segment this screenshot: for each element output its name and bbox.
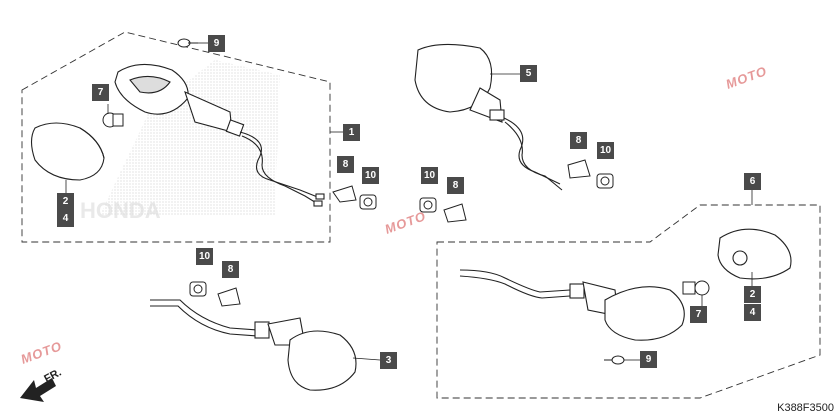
part-label-10: 10: [597, 142, 614, 159]
turn-signal-assembly-5: [414, 43, 563, 191]
part-label-2: 2: [57, 193, 74, 210]
diagram-code: K388F3500: [777, 402, 834, 414]
bracket-8-b: [567, 159, 591, 179]
front-arrow-icon: [20, 378, 56, 402]
nut-10-d: [189, 281, 207, 297]
bracket-8-a: [332, 185, 357, 203]
nut-10-c: [419, 197, 437, 213]
part-label-9: 9: [208, 35, 225, 52]
part-label-8: 8: [222, 261, 239, 278]
part-label-4: 4: [744, 304, 761, 321]
bracket-8-d: [217, 287, 241, 307]
part-label-10: 10: [196, 248, 213, 265]
turn-signal-assembly-1: [114, 63, 325, 207]
leader-lines: [65, 42, 753, 361]
part-label-8: 8: [337, 156, 354, 173]
group-outline-part1: [21, 31, 331, 243]
part-label-6: 6: [744, 173, 761, 190]
part-label-8: 8: [447, 177, 464, 194]
part-label-9: 9: [640, 351, 657, 368]
nut-10-b: [596, 173, 614, 189]
part-label-4: 4: [57, 210, 74, 227]
turn-signal-assembly-6: [459, 269, 685, 341]
part-label-2: 2: [744, 286, 761, 303]
nut-10-a: [359, 194, 377, 210]
lens-2-4-right: [717, 228, 792, 280]
turn-signal-assembly-3: [150, 299, 357, 391]
part-label-3: 3: [380, 352, 397, 369]
bulb-7-left: [102, 112, 124, 128]
part-label-10: 10: [421, 167, 438, 184]
screw-9-left: [177, 38, 198, 48]
bracket-8-c: [443, 203, 467, 223]
lens-2-4-left: [30, 122, 105, 181]
part-label-7: 7: [690, 306, 707, 323]
part-label-1: 1: [343, 124, 360, 141]
group-outline-part6: [436, 204, 821, 399]
part-label-7: 7: [92, 84, 109, 101]
bulb-7-right: [682, 280, 710, 296]
svg-text:HONDA: HONDA: [80, 198, 161, 223]
dotted-brand-backdrop: HONDA: [80, 60, 280, 223]
part-label-10: 10: [362, 167, 379, 184]
part-label-5: 5: [520, 65, 537, 82]
screw-9-right: [604, 355, 625, 365]
part-label-8: 8: [570, 132, 587, 149]
